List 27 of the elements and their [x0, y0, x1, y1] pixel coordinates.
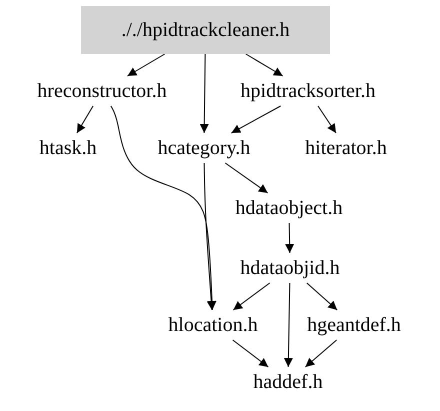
arrow [304, 340, 338, 368]
arrow [126, 54, 166, 76]
file-name: ././hpidtrackcleaner.h [121, 18, 290, 42]
file-name: htask.h [39, 136, 97, 160]
arrow [245, 54, 284, 76]
file-name: hdataobject.h [235, 196, 343, 220]
arrow [318, 106, 336, 134]
file-name: hreconstructor.h [37, 80, 167, 102]
file-name: hpidtracksorter.h [240, 80, 376, 102]
file-name: haddef.h [253, 370, 323, 394]
arrow [204, 162, 216, 310]
arrow [284, 282, 293, 368]
arrow [285, 222, 294, 254]
file-name: hlocation.h [168, 314, 258, 336]
arrow [224, 162, 268, 194]
arrow [306, 282, 338, 310]
file-name: hcategory.h [158, 136, 250, 160]
arrow [110, 106, 216, 310]
arrow [230, 106, 282, 134]
arrow [200, 54, 209, 134]
file-name: hiterator.h [305, 136, 387, 160]
file-name: hdataobjid.h [240, 256, 340, 280]
arrow [76, 106, 94, 134]
file-name: hgeantdef.h [307, 314, 401, 336]
arrow [232, 282, 270, 310]
file-box [81, 6, 330, 54]
arrow [232, 340, 269, 368]
